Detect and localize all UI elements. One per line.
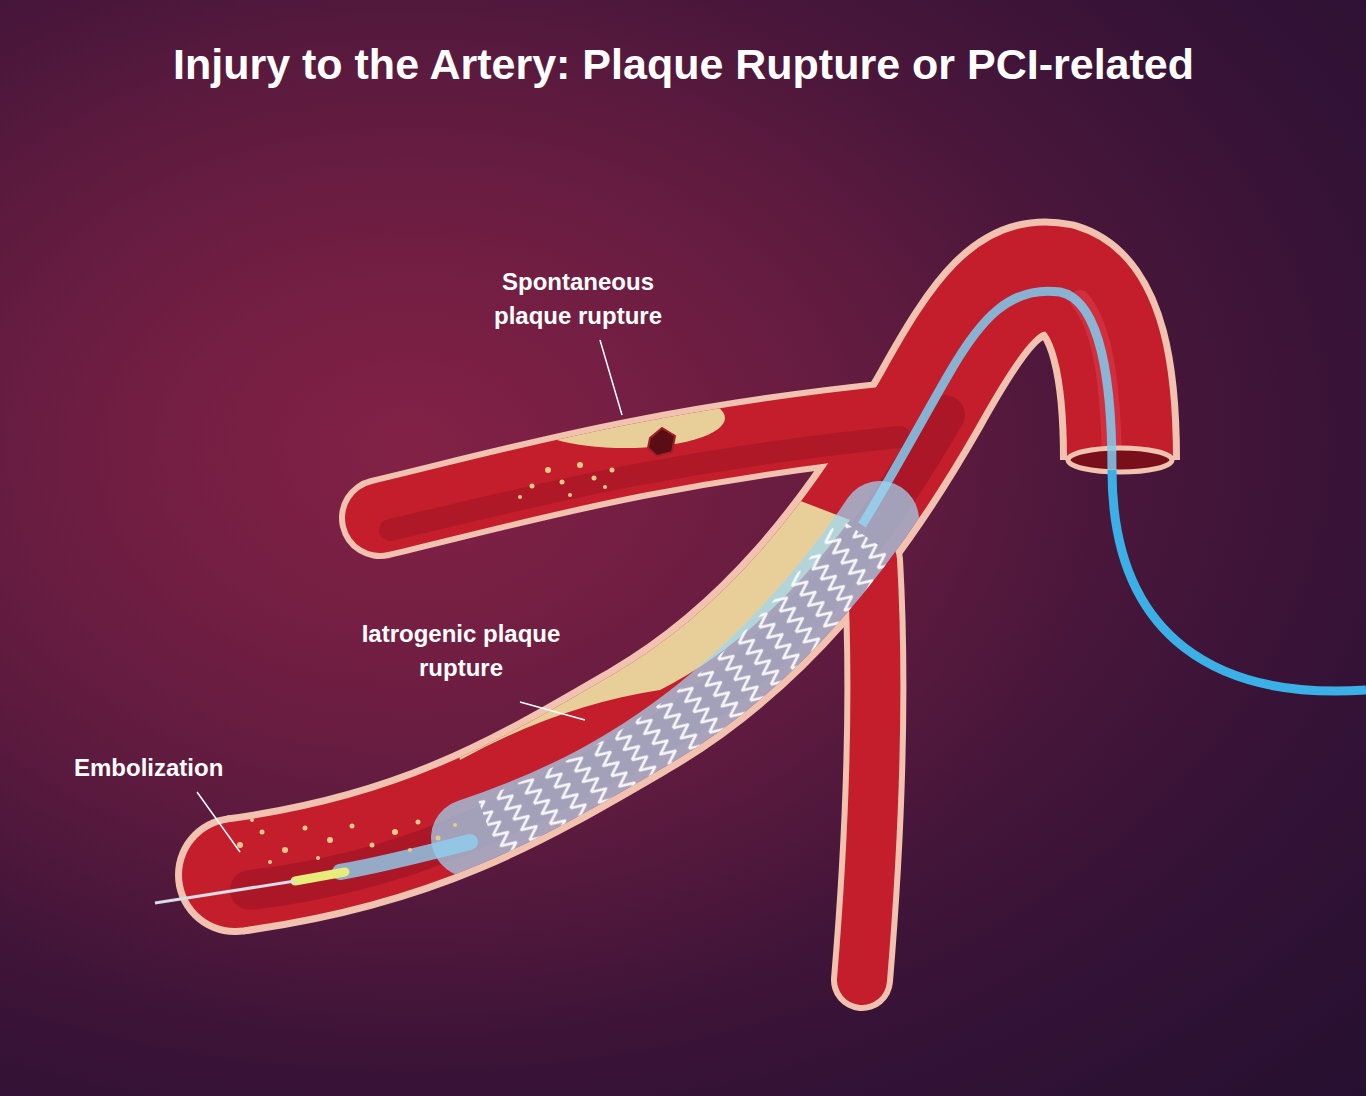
callout-label: Spontaneous plaque rupture [472, 265, 684, 333]
callout-label: Embolization [74, 751, 223, 785]
callout-label: Iatrogenic plaque rupture [355, 617, 567, 685]
diagram-title: Injury to the Artery: Plaque Rupture or … [173, 40, 1194, 89]
